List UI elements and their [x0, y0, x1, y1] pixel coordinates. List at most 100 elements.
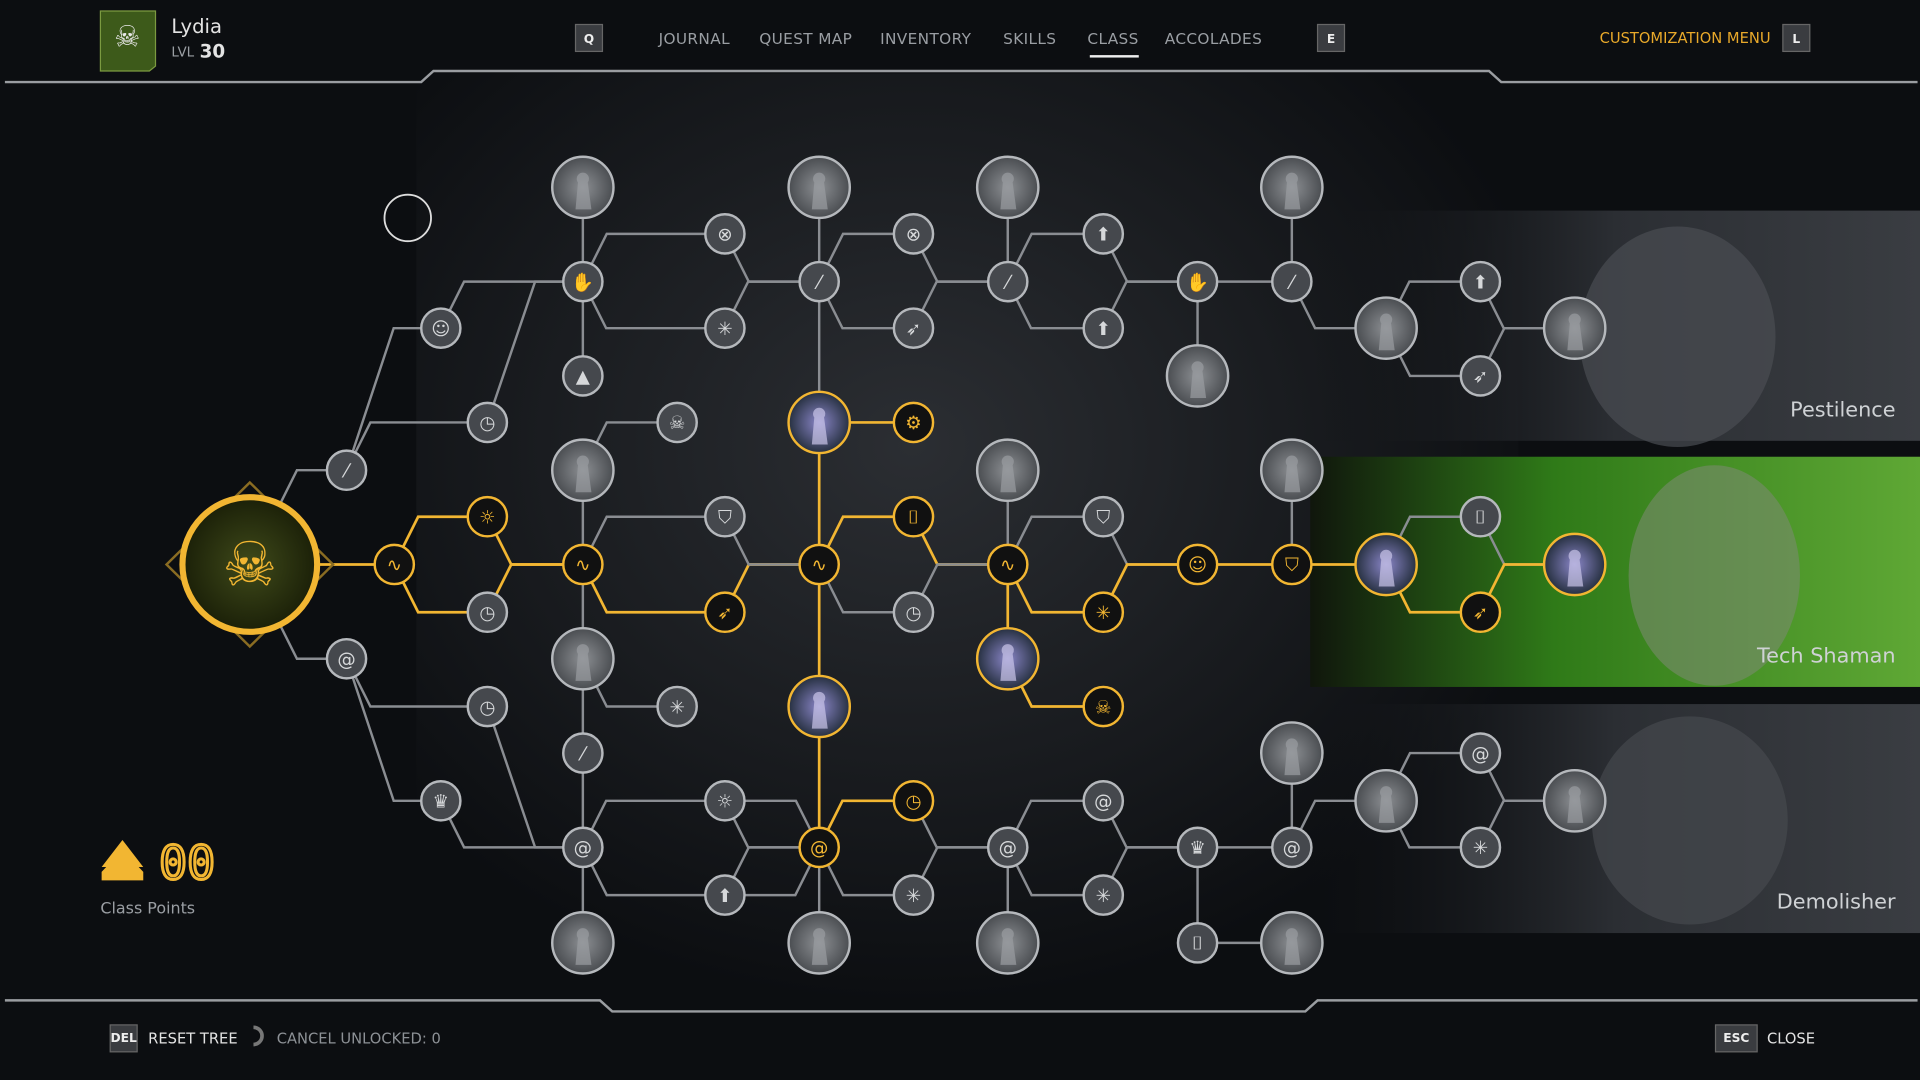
svg-text:Demolisher: Demolisher [1777, 890, 1896, 914]
skill-node-arrow[interactable]: ⬆ [704, 874, 746, 916]
skill-node-star[interactable]: ✳ [892, 874, 935, 916]
skill-node-claw[interactable]: ➶ [704, 591, 746, 634]
skill-node-swirl[interactable]: @ [798, 826, 841, 869]
next-tab-key[interactable]: E [1316, 23, 1346, 53]
character-portrait-icon [1378, 786, 1395, 823]
skill-portrait-node[interactable] [551, 155, 615, 220]
skill-node-claw[interactable]: ➶ [1459, 591, 1502, 634]
skill-portrait-node[interactable] [975, 626, 1040, 691]
skill-node-star[interactable]: ✳ [1082, 591, 1125, 634]
skill-portrait-node[interactable] [551, 911, 615, 975]
skill-node-bracket[interactable]: ⌷ [1459, 495, 1502, 538]
skill-node-slash[interactable]: ⁄ [562, 732, 604, 774]
skill-node-swirl[interactable]: @ [1271, 826, 1313, 869]
skill-node-sun[interactable]: ☼ [466, 495, 509, 538]
skill-portrait-node[interactable] [1354, 768, 1418, 833]
arrow-icon: ⬆ [1473, 272, 1488, 293]
skill-portrait-node[interactable] [1260, 911, 1324, 975]
tab-accolades[interactable]: ACCOLADES [1165, 30, 1262, 48]
reset-tree-button[interactable]: DEL RESET TREE [109, 1024, 238, 1053]
skill-portrait-node[interactable] [975, 438, 1040, 503]
skill-node-swirl[interactable]: @ [1082, 780, 1125, 822]
skill-node-bracket[interactable]: ⌷ [892, 495, 935, 538]
skill-node-sun[interactable]: ☼ [704, 780, 746, 822]
skill-node-timer[interactable]: ◷ [466, 685, 509, 728]
skill-portrait-node[interactable] [787, 911, 852, 975]
skill-node-crown[interactable]: ♛ [1176, 826, 1219, 869]
skill-node-pulse[interactable]: ∿ [562, 543, 604, 586]
svg-text:Tech Shaman: Tech Shaman [1756, 643, 1896, 667]
cancel-unlocked-button[interactable]: CANCEL UNLOCKED: 0 [253, 1025, 441, 1047]
skill-node-swirl[interactable]: @ [986, 826, 1029, 869]
timer-icon: ◷ [905, 603, 921, 624]
skill-node-timer[interactable]: ◷ [466, 401, 509, 444]
customization-menu-button[interactable]: CUSTOMIZATION MENU L [1600, 23, 1811, 53]
skill-portrait-node[interactable] [1260, 438, 1324, 503]
close-button[interactable]: ESC CLOSE [1714, 1024, 1816, 1053]
skill-node-fist[interactable]: ✋ [562, 260, 604, 303]
skill-node-arrow[interactable]: ⬆ [1459, 260, 1502, 303]
character-portrait-icon [811, 928, 828, 965]
skill-node-target[interactable]: ⊗ [704, 213, 746, 255]
skill-node-shield[interactable]: ⛉ [1271, 543, 1313, 586]
skill-node-star[interactable]: ✳ [1459, 826, 1502, 869]
skill-portrait-node[interactable] [1354, 532, 1418, 597]
skill-node-target[interactable]: ⊗ [892, 213, 935, 255]
skill-portrait-node[interactable] [551, 438, 615, 503]
skill-node-star[interactable]: ✳ [704, 307, 746, 349]
skill-portrait-node[interactable] [551, 626, 615, 691]
skill-node-shield[interactable]: ⛉ [1082, 495, 1125, 538]
skill-portrait-node[interactable] [1542, 768, 1607, 833]
skill-node-star[interactable]: ✳ [1082, 874, 1125, 916]
skill-portrait-node[interactable] [787, 390, 852, 455]
skill-node-face[interactable]: ☺ [420, 307, 462, 349]
skill-node-gear[interactable]: ⚙ [892, 401, 935, 444]
skill-portrait-node[interactable] [1165, 344, 1230, 408]
prev-tab-key[interactable]: Q [574, 23, 604, 53]
skill-portrait-node[interactable] [787, 674, 852, 739]
skill-node-claw[interactable]: ➶ [892, 307, 935, 349]
skill-portrait-node[interactable] [975, 911, 1040, 975]
skill-node-slash[interactable]: ⁄ [986, 260, 1029, 303]
skill-portrait-node[interactable] [1354, 296, 1418, 360]
skill-node-fist[interactable]: ✋ [1176, 260, 1219, 303]
skill-node-arrow[interactable]: ⬆ [1082, 213, 1125, 255]
skill-portrait-node[interactable] [1260, 721, 1324, 785]
character-portrait-icon [1190, 361, 1207, 398]
skill-node-chevron[interactable]: ▲ [562, 355, 604, 397]
skill-node-shield[interactable]: ⛉ [704, 495, 746, 538]
skill-node-slash[interactable]: ⁄ [798, 260, 841, 303]
skill-node-bracket[interactable]: ⌷ [1176, 922, 1219, 964]
skill-node-claw[interactable]: ➶ [1459, 355, 1502, 397]
skill-portrait-node[interactable] [975, 155, 1040, 220]
skill-node-arrow[interactable]: ⬆ [1082, 307, 1125, 349]
skill-node-face[interactable]: ☺ [1176, 543, 1219, 586]
tab-inventory[interactable]: INVENTORY [880, 30, 971, 48]
skill-node-skull[interactable]: ☠ [656, 401, 698, 444]
skill-node-skull[interactable]: ☠ [1082, 685, 1125, 728]
skill-node-pulse[interactable]: ∿ [798, 543, 841, 586]
skill-portrait-node[interactable] [1542, 532, 1607, 597]
skill-node-star[interactable]: ✳ [656, 685, 698, 728]
skill-node-timer[interactable]: ◷ [892, 780, 935, 822]
skill-node-slash[interactable]: ⁄ [325, 449, 368, 492]
skill-node-pulse[interactable]: ∿ [373, 543, 416, 586]
skill-node-swirl[interactable]: @ [562, 826, 604, 869]
tab-quest-map[interactable]: QUEST MAP [759, 30, 852, 48]
skill-portrait-node[interactable] [1260, 155, 1324, 220]
skill-node-timer[interactable]: ◷ [892, 591, 935, 634]
skill-node-pulse[interactable]: ∿ [986, 543, 1029, 586]
skill-node-swirl[interactable]: @ [325, 637, 368, 680]
skill-node-swirl[interactable]: @ [1459, 732, 1502, 774]
class-root-node[interactable]: ☠ [164, 480, 335, 649]
tab-journal[interactable]: JOURNAL [658, 30, 730, 48]
skill-node-timer[interactable]: ◷ [466, 591, 509, 634]
skill-portrait-node[interactable] [787, 155, 852, 220]
svg-text:DEL: DEL [111, 1031, 138, 1045]
tab-class[interactable]: CLASS [1087, 30, 1138, 48]
tab-skills[interactable]: SKILLS [1003, 30, 1056, 48]
skill-portrait-node[interactable] [1542, 296, 1607, 360]
svg-text:Q: Q [584, 32, 594, 46]
skill-node-crown[interactable]: ♛ [420, 780, 462, 822]
skill-node-slash[interactable]: ⁄ [1271, 260, 1313, 303]
